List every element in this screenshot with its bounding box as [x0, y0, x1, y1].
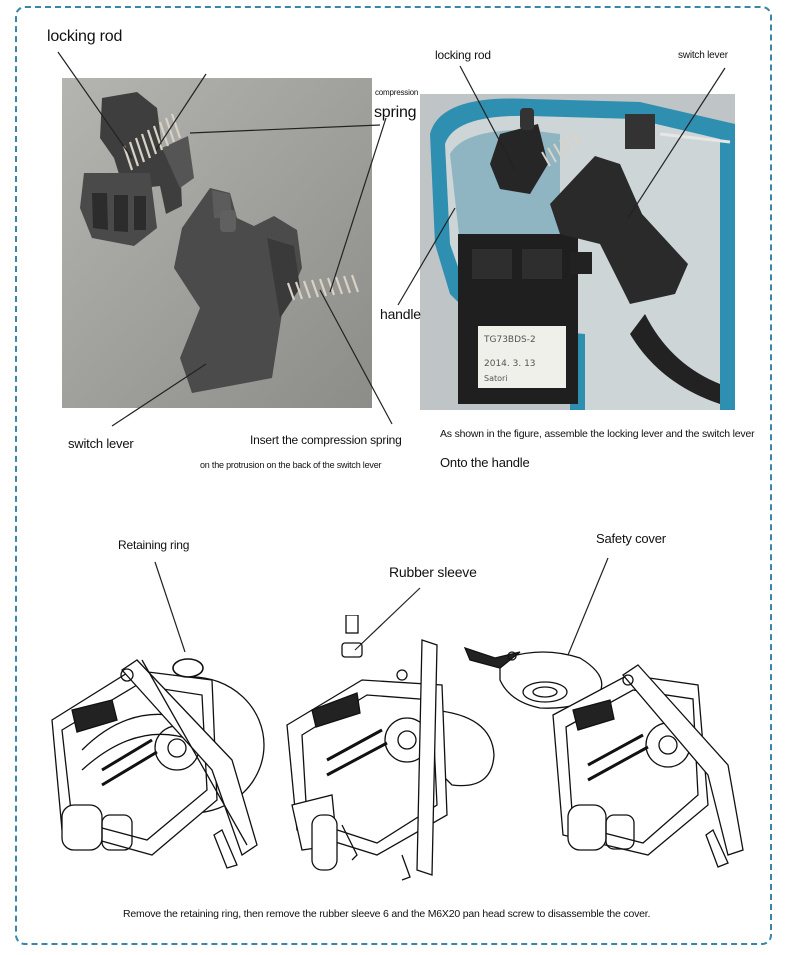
label-insert-line2: on the protrusion on the back of the swi…: [200, 460, 382, 470]
retaining-ring-part: [172, 658, 204, 678]
saw-illustration-1: [51, 659, 265, 869]
label-spring: spring: [374, 104, 417, 121]
label-retaining-ring: Retaining ring: [118, 538, 190, 552]
label-locking-rod-right: locking rod: [435, 48, 491, 62]
sticker-line1: TG73BDS-2: [483, 335, 536, 345]
sticker-line2: 2014. 3. 13: [484, 359, 536, 369]
label-assemble-line2: Onto the handle: [440, 455, 530, 470]
saw-illustration-2: [286, 615, 495, 881]
parts-photo: [62, 78, 372, 408]
label-locking-rod-left: locking rod: [47, 28, 123, 45]
label-switch-lever-right: switch lever: [678, 50, 728, 61]
label-switch-lever-left: switch lever: [68, 436, 134, 451]
label-compression: compression: [375, 88, 419, 97]
label-rubber-sleeve: Rubber sleeve: [389, 564, 477, 580]
assembly-photo: TG73BDS-2 2014. 3. 13 Satori: [420, 94, 735, 410]
sticker-line3: Satori: [484, 374, 508, 383]
parts-photo-art: [62, 78, 372, 408]
label-handle: handle: [380, 306, 421, 322]
assembly-photo-art: TG73BDS-2 2014. 3. 13 Satori: [420, 94, 735, 410]
label-safety-cover: Safety cover: [596, 531, 666, 546]
label-assemble-line1: As shown in the figure, assemble the loc…: [440, 428, 755, 440]
bottom-caption: Remove the retaining ring, then remove t…: [123, 908, 651, 920]
label-insert-line1: Insert the compression spring: [250, 433, 402, 447]
dashed-frame: [15, 6, 772, 945]
saw-illustration-3: [552, 664, 744, 868]
safety-cover-part: [463, 646, 603, 709]
